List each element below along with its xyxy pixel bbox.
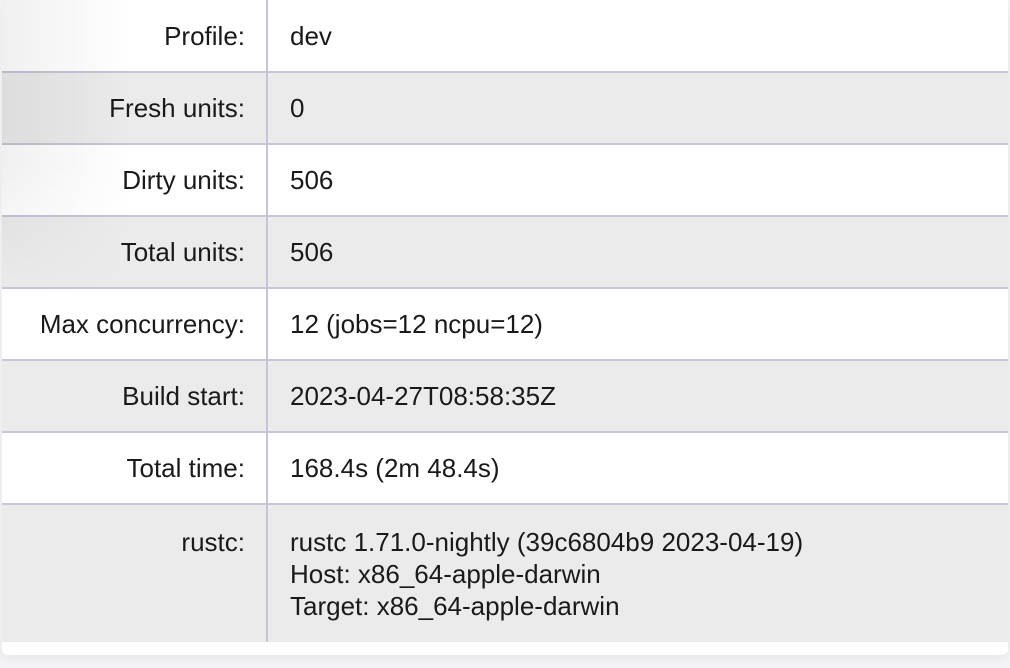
row-value: 12 (jobs=12 ncpu=12)	[267, 288, 1008, 361]
row-rustc: rustc: rustc 1.71.0-nightly (39c6804b9 2…	[2, 504, 1008, 642]
row-value: 2023-04-27T08:58:35Z	[267, 360, 1008, 433]
row-key: Dirty units:	[2, 144, 268, 217]
row-key: Build start:	[2, 360, 268, 433]
build-summary-table: Profile: dev Fresh units: 0 Dirty units:…	[2, 0, 1008, 642]
rustc-host: Host: x86_64-apple-darwin	[290, 559, 601, 589]
row-dirty-units: Dirty units: 506	[2, 144, 1008, 217]
row-total-time: Total time: 168.4s (2m 48.4s)	[2, 432, 1008, 505]
row-max-concurrency: Max concurrency: 12 (jobs=12 ncpu=12)	[2, 288, 1008, 361]
row-key: Max concurrency:	[2, 288, 268, 361]
row-key: Total units:	[2, 216, 268, 289]
row-value: 506	[267, 216, 1008, 289]
row-total-units: Total units: 506	[2, 216, 1008, 289]
row-value: 168.4s (2m 48.4s)	[267, 432, 1008, 505]
row-build-start: Build start: 2023-04-27T08:58:35Z	[2, 360, 1008, 433]
row-key: Fresh units:	[2, 72, 268, 145]
row-key: Total time:	[2, 432, 268, 505]
row-value: 506	[267, 144, 1008, 217]
row-profile: Profile: dev	[2, 0, 1008, 73]
rustc-version: rustc 1.71.0-nightly (39c6804b9 2023-04-…	[290, 527, 804, 557]
build-summary-panel: Profile: dev Fresh units: 0 Dirty units:…	[2, 0, 1008, 655]
row-value: rustc 1.71.0-nightly (39c6804b9 2023-04-…	[267, 504, 1008, 642]
row-fresh-units: Fresh units: 0	[2, 72, 1008, 145]
row-key: rustc:	[2, 504, 268, 642]
row-value: 0	[267, 72, 1008, 145]
rustc-target: Target: x86_64-apple-darwin	[290, 591, 620, 621]
row-value: dev	[267, 0, 1008, 73]
row-key: Profile:	[2, 0, 268, 73]
